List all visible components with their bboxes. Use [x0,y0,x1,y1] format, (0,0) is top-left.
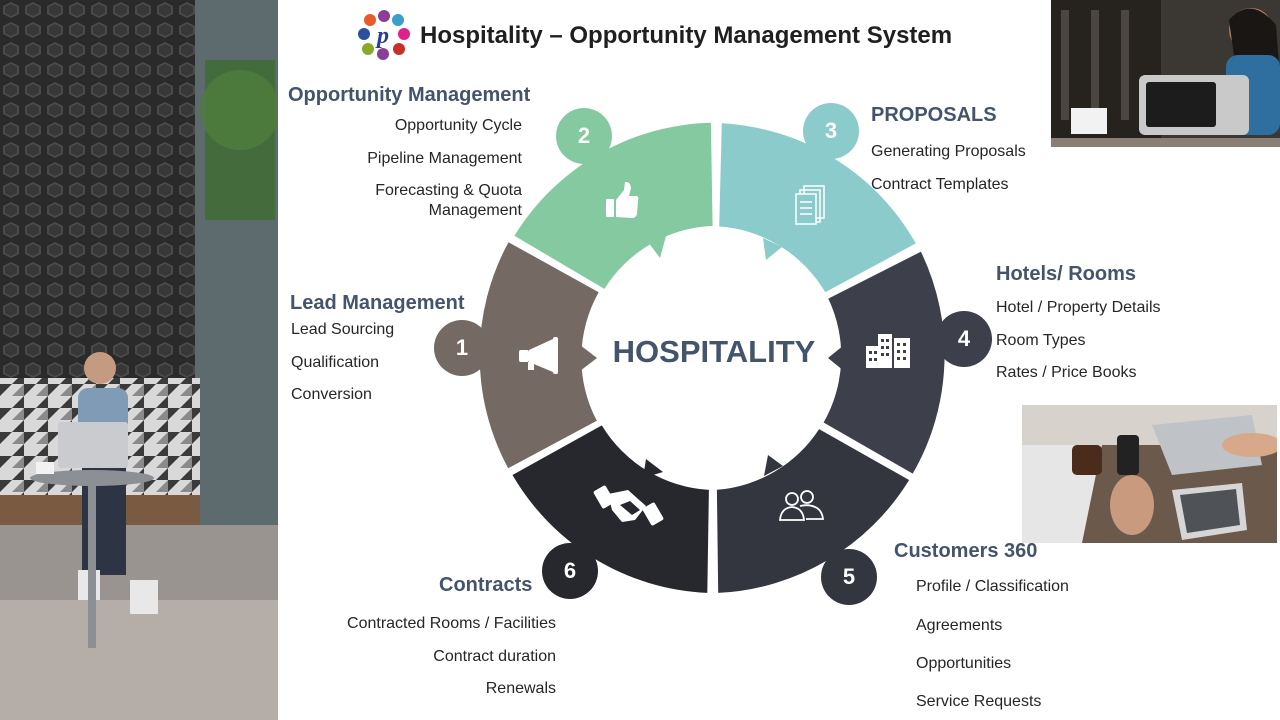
number-badge-lead: 1 [434,320,490,376]
list-item: Hotel / Property Details [996,299,1161,316]
table-photo-right [1022,405,1277,543]
section-title-lead: Lead Management [290,292,465,314]
number-badge-contracts: 6 [542,543,598,599]
cafe-photo-left [0,0,278,720]
list-item: Contracted Rooms / Facilities [347,615,556,632]
number-badge-hotels: 4 [936,311,992,367]
number-badge-opportunity: 2 [556,108,612,164]
list-item: Conversion [291,386,372,403]
list-item: Agreements [916,617,1003,634]
buildings-icon [866,334,910,368]
list-item: Room Types [996,332,1086,349]
page-title: Hospitality – Opportunity Management Sys… [420,22,953,49]
list-item: Renewals [485,680,556,697]
number-badge-proposals: 3 [803,103,859,159]
notch-hotels [828,345,844,371]
company-logo: p [358,10,410,60]
list-item: Management [428,202,522,219]
list-item: Generating Proposals [871,143,1026,160]
pos-photo-top-right [1051,0,1280,147]
section-title-hotels: Hotels/ Rooms [996,263,1137,285]
list-item: Opportunity Cycle [394,117,522,134]
list-item: Forecasting & Quota [375,182,522,199]
list-item: Pipeline Management [367,150,522,167]
notch-proposals [763,238,782,260]
list-item: Service Requests [916,693,1042,710]
list-item: Opportunities [916,655,1012,672]
documents-icon [795,185,825,225]
section-title-opportunity: Opportunity Management [288,84,531,106]
list-item: Profile / Classification [916,578,1069,595]
handshake-icon [593,485,664,526]
list-item: Contract Templates [871,176,1009,193]
logo-letter: p [375,23,389,49]
list-item: Lead Sourcing [291,321,395,338]
section-title-customers: Customers 360 [894,540,1038,562]
segment-proposals[interactable] [719,123,916,293]
notch-lead [580,345,597,371]
header: p Hospitality – Opportunity Management S… [352,8,952,64]
section-title-contracts: Contracts [439,574,533,596]
notch-customers [764,455,783,476]
list-item: Rates / Price Books [996,364,1137,381]
section-title-proposals: PROPOSALS [871,104,997,126]
people-icon [779,490,825,521]
notch-opportunity [648,236,666,258]
list-item: Contract duration [433,648,556,665]
segment-contracts[interactable] [512,425,709,593]
list-item: Qualification [291,354,380,371]
notch-contracts [643,459,663,478]
segment-customers-360[interactable] [716,429,910,593]
center-label: HOSPITALITY [613,334,816,369]
number-badge-customers: 5 [821,549,877,605]
megaphone-icon [519,337,558,374]
thumbs-up-icon [606,181,639,218]
